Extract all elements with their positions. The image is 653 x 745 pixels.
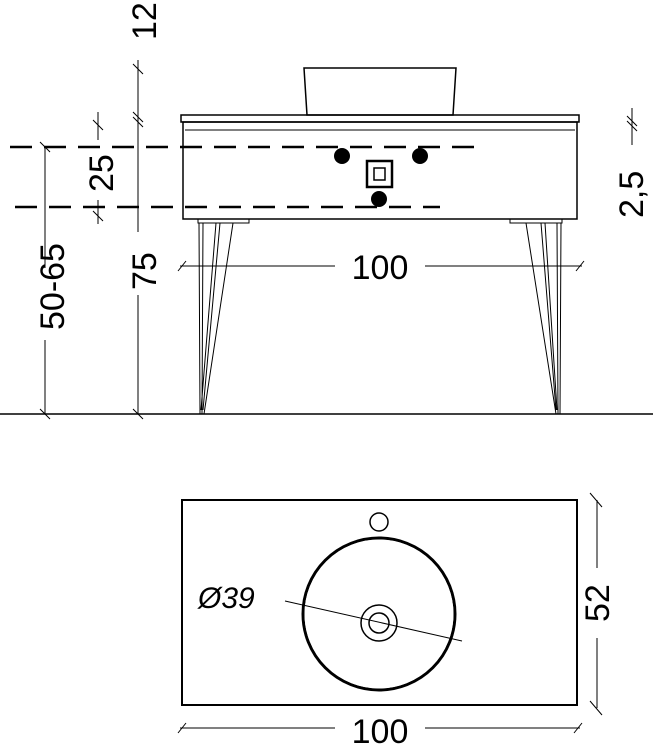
drain-outlet [371,191,387,207]
top-view: Ø39 52 100 [177,492,617,745]
dim-depth: 52 [579,584,617,622]
countertop-plan [181,499,578,706]
basin-plan [301,536,457,692]
dim-width-front: 100 [352,249,409,287]
dim-height: 75 [126,252,164,290]
right-leg [509,218,563,415]
cabinet [182,121,578,220]
water-inlet-left [334,148,350,164]
front-view: 50-65 75 12 25 2,5 100 [0,2,653,420]
diameter-line [284,600,463,642]
dim-width-top: 100 [352,713,409,745]
left-leg [197,218,250,415]
dim-basin-diameter: Ø39 [197,582,255,615]
countertop [180,114,580,123]
dim-basin-height: 12 [126,2,164,40]
water-inlet-right [412,148,428,164]
dim-top-thickness: 2,5 [613,171,651,218]
dim-drawer: 25 [83,154,121,192]
vessel-basin [303,67,457,116]
dim-mirror-range: 50-65 [34,243,72,330]
drain-ring [360,604,398,642]
tap-hole [369,512,389,532]
socket-icon [365,159,394,189]
